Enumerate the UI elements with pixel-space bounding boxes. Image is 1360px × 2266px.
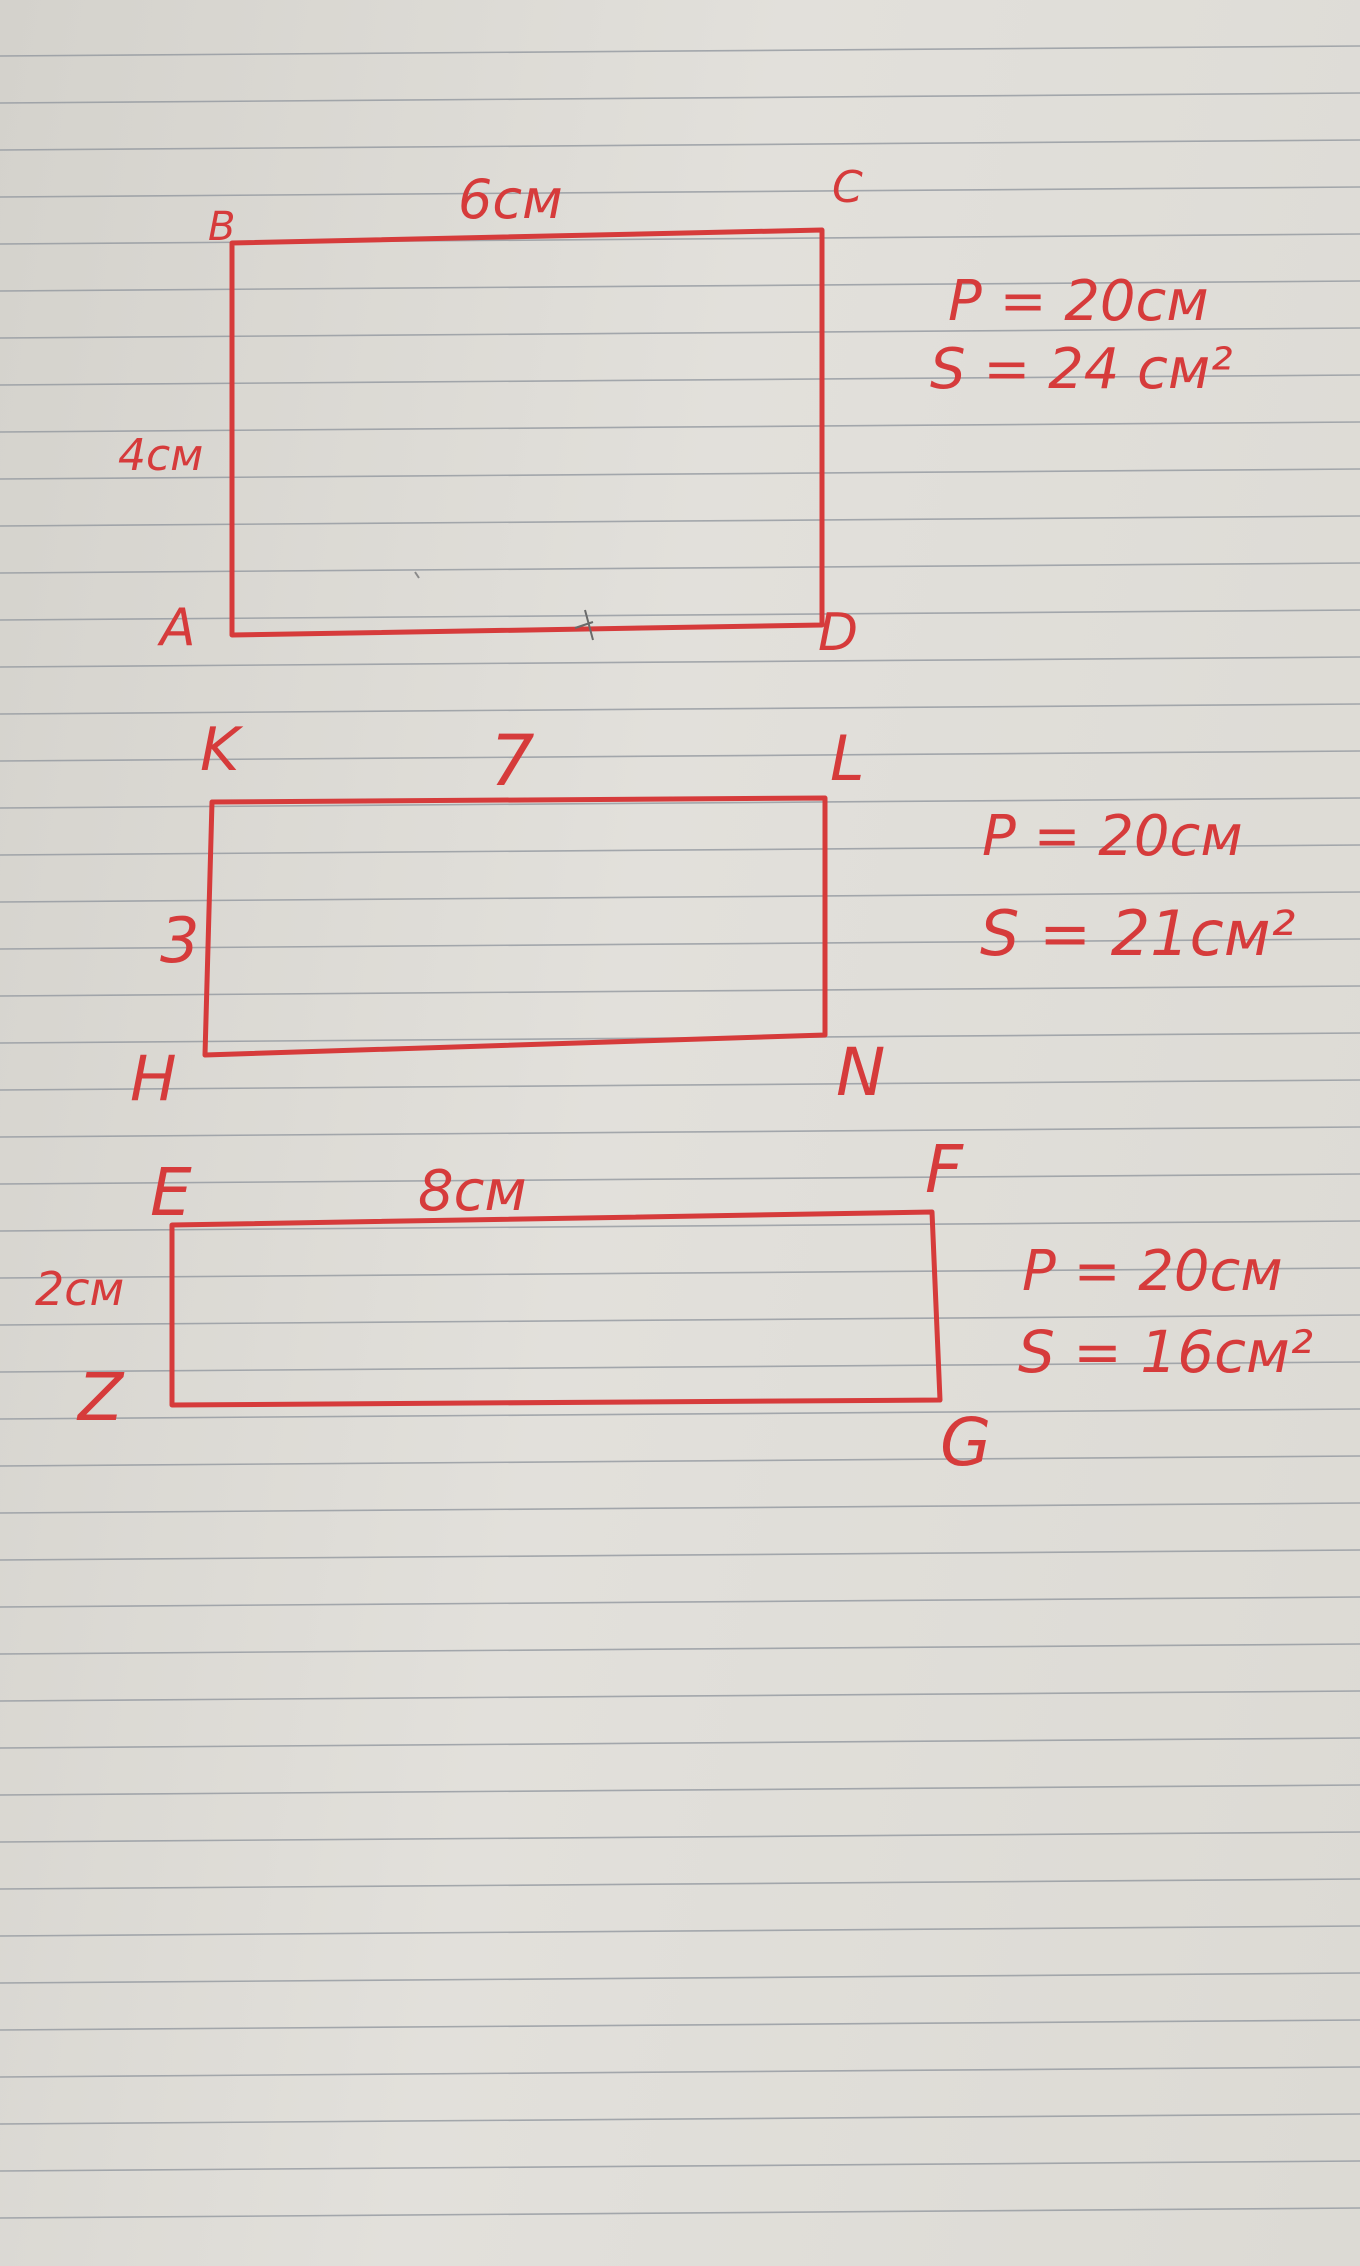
width-label-klnh: 3 bbox=[160, 904, 199, 977]
ruled-line bbox=[0, 45, 1360, 57]
ruled-line bbox=[0, 1314, 1360, 1326]
length-label-abcd: 6cм bbox=[458, 168, 563, 231]
vertex-label-k: K bbox=[200, 715, 244, 785]
ruled-line bbox=[0, 1408, 1360, 1420]
ruled-line bbox=[0, 1361, 1360, 1373]
area-efgz: S = 16cм² bbox=[1018, 1318, 1313, 1386]
perimeter-klnh: P = 20cм bbox=[982, 804, 1243, 869]
vertex-label-z: Z bbox=[76, 1359, 125, 1436]
ruled-line bbox=[0, 2066, 1360, 2078]
vertex-label-n: N bbox=[836, 1034, 885, 1111]
ruled-line bbox=[0, 1596, 1360, 1608]
ruled-line bbox=[0, 1267, 1360, 1279]
vertex-label-l: L bbox=[830, 722, 865, 795]
ruled-line bbox=[0, 1643, 1360, 1655]
ruled-line bbox=[0, 1972, 1360, 1984]
pencil-marks bbox=[414, 571, 594, 641]
ruled-line bbox=[0, 562, 1360, 574]
vertex-label-e: E bbox=[150, 1154, 192, 1231]
ruled-line bbox=[0, 938, 1360, 950]
perimeter-abcd: P = 20cм bbox=[948, 269, 1209, 334]
ruled-line bbox=[0, 1831, 1360, 1843]
ruled-line bbox=[0, 1502, 1360, 1514]
rectangle-klnh: K L N H 7 3 P = 20cм S = 21cм² bbox=[130, 715, 1295, 1115]
ruled-line bbox=[0, 1455, 1360, 1467]
vertex-label-a: A bbox=[157, 598, 196, 658]
vertex-label-c: C bbox=[832, 162, 863, 213]
ruled-line bbox=[0, 468, 1360, 480]
ruled-line bbox=[0, 2160, 1360, 2172]
ruled-line bbox=[0, 891, 1360, 903]
perimeter-efgz: P = 20cм bbox=[1022, 1239, 1283, 1304]
area-abcd: S = 24 cм² bbox=[930, 337, 1233, 402]
vertex-label-h: H bbox=[130, 1042, 177, 1115]
ruled-line bbox=[0, 1079, 1360, 1091]
ruled-line bbox=[0, 1925, 1360, 1937]
rectangle-efgz: E F G Z 8cм 2cм P = 20cм S = 16cм² bbox=[35, 1131, 1313, 1481]
length-label-efgz: 8cм bbox=[418, 1159, 527, 1224]
ruled-line bbox=[0, 92, 1360, 104]
ruled-line bbox=[0, 2019, 1360, 2031]
ruled-line bbox=[0, 844, 1360, 856]
ruled-line bbox=[0, 1220, 1360, 1232]
ruled-line bbox=[0, 327, 1360, 339]
ruled-line bbox=[0, 515, 1360, 527]
width-label-abcd: 4cм bbox=[118, 430, 203, 481]
ruled-line bbox=[0, 2113, 1360, 2125]
area-klnh: S = 21cм² bbox=[980, 897, 1295, 970]
rectangle-klnh-outline bbox=[202, 795, 828, 1058]
width-label-efgz: 2cм bbox=[35, 1262, 124, 1316]
ruled-line bbox=[0, 2207, 1360, 2219]
ruled-line bbox=[0, 1878, 1360, 1890]
ruled-line bbox=[0, 186, 1360, 198]
ruled-line bbox=[0, 985, 1360, 997]
ruled-line bbox=[0, 139, 1360, 151]
ruled-line bbox=[0, 1126, 1360, 1138]
ruled-line bbox=[0, 421, 1360, 433]
ruled-line bbox=[0, 703, 1360, 715]
rectangle-abcd-outline bbox=[229, 227, 825, 638]
ruled-line bbox=[0, 280, 1360, 292]
vertex-label-g: G bbox=[940, 1404, 991, 1481]
ruled-line bbox=[0, 750, 1360, 762]
vertex-label-b: B bbox=[208, 204, 235, 250]
ruled-line bbox=[0, 1784, 1360, 1796]
rectangle-efgz-outline bbox=[169, 1209, 943, 1408]
vertex-label-f: F bbox=[925, 1131, 964, 1208]
ruled-line bbox=[0, 1173, 1360, 1185]
ruled-line bbox=[0, 1737, 1360, 1749]
ruled-line bbox=[0, 374, 1360, 386]
ruled-line bbox=[0, 1690, 1360, 1702]
ruled-line bbox=[0, 656, 1360, 668]
ruled-line bbox=[0, 797, 1360, 809]
ruled-line bbox=[0, 233, 1360, 245]
ruled-line bbox=[0, 609, 1360, 621]
length-label-klnh: 7 bbox=[490, 720, 535, 802]
ruled-line bbox=[0, 1549, 1360, 1561]
rectangle-abcd: B C D A 6cм 4cм P = 20cм S = 24 cм² bbox=[118, 162, 1233, 663]
vertex-label-d: D bbox=[818, 603, 858, 663]
